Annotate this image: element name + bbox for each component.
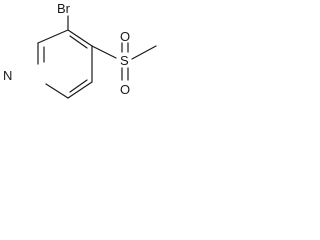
atom-label-o-top: O	[120, 29, 130, 44]
ring-bond-c6-n1	[45, 83, 69, 99]
atom-label-br: Br	[57, 1, 71, 16]
ring-double-bond-c5-c6	[69, 79, 88, 93]
atom-label-o-bottom: O	[120, 82, 130, 97]
atom-label-n: N	[3, 68, 12, 83]
bond-c4-s	[91, 45, 117, 59]
ring-double-bond-c3-c4	[69, 35, 88, 49]
atom-label-s: S	[120, 53, 129, 68]
pyridine-ring	[37, 29, 93, 99]
ring-bond-c2-c3	[37, 29, 69, 44]
structure-diagram: Br N S O O	[3, 1, 157, 99]
ring-bond-c3-c4	[67, 29, 93, 47]
bond-s-methyl	[131, 45, 157, 60]
ring-bond-c5-c6	[67, 81, 93, 99]
